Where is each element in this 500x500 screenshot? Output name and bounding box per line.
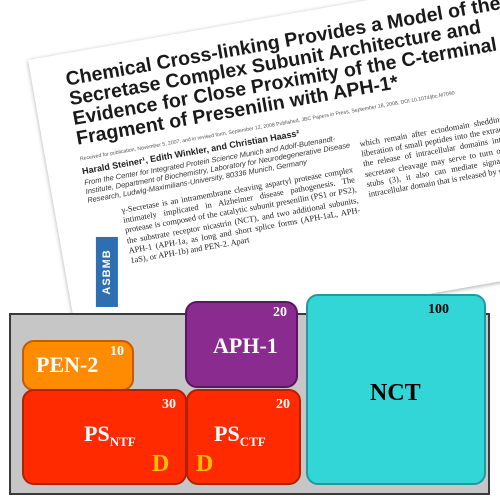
aph1-label: APH-1 [213, 333, 278, 358]
pen2-subunit: PEN-2 10 [22, 340, 134, 391]
nct-label: NCT [370, 380, 421, 406]
pen2-number: 10 [110, 344, 124, 359]
aph1-number: 20 [273, 305, 287, 320]
ps-ctf-number: 20 [276, 397, 290, 412]
pen2-label: PEN-2 [36, 352, 99, 377]
aph1-subunit: 20 APH-1 [185, 301, 298, 388]
ps-ntf-label: PSNTF [84, 421, 136, 449]
ps-ntf-number: 30 [162, 397, 176, 412]
asbmb-logo: ASBMB [95, 236, 118, 307]
nct-number: 100 [428, 302, 449, 317]
nct-subunit: 100 NCT [306, 294, 486, 485]
ps-ctf-label: PSCTF [214, 421, 266, 449]
aspartate-marker-ctf: D [196, 451, 214, 477]
ps-ntf-subunit: 30 PSNTF D [22, 389, 187, 485]
aspartate-marker-ntf: D [152, 451, 170, 477]
ps-ctf-subunit: 20 PSCTF D [186, 389, 301, 485]
